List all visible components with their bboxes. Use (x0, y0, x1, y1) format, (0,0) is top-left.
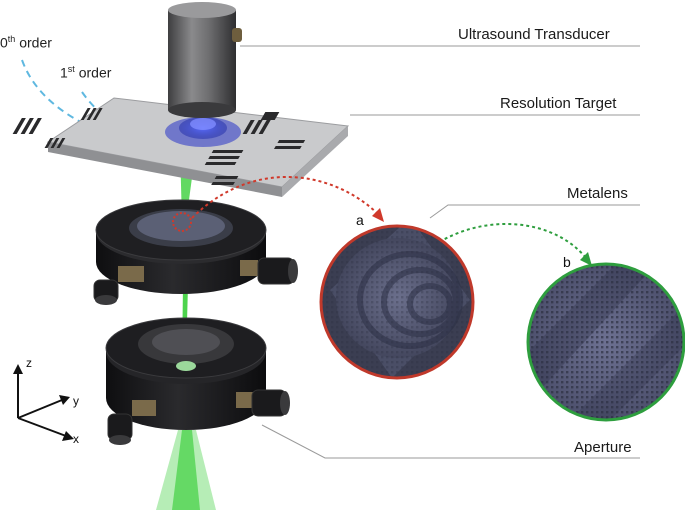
x-axis-arrow (17, 417, 67, 437)
label-resolution-target: Resolution Target (500, 95, 617, 112)
leader-metalens (429, 204, 640, 219)
order-suffix: st (67, 64, 75, 74)
inset-b-tag: b (563, 254, 571, 270)
target-bars (12, 108, 306, 185)
coordinate-axes (13, 364, 74, 441)
aperture-mount (105, 317, 290, 445)
leader-lines (240, 45, 640, 459)
axis-label-y: y (73, 394, 79, 408)
y-axis-arrow (17, 399, 63, 419)
axis-label-z: z (26, 356, 32, 370)
label-ultrasound-transducer: Ultrasound Transducer (458, 26, 610, 43)
metalens-mount (93, 199, 298, 305)
inset-a-tag: a (356, 212, 364, 228)
inset-b (526, 262, 685, 422)
ultrasound-field (165, 117, 241, 147)
order-word: order (78, 64, 112, 81)
leader-aperture (261, 424, 640, 459)
label-first-order: 1st order (60, 64, 111, 81)
order-word: order (19, 34, 52, 51)
output-beam (156, 430, 216, 510)
arrow-to-inset-a (191, 176, 379, 219)
order-number: 1 (60, 64, 68, 81)
ultrasound-transducer (168, 2, 242, 118)
label-metalens: Metalens (567, 185, 628, 202)
axis-label-x: x (73, 432, 79, 446)
order-suffix: th (7, 34, 16, 44)
inset-a (319, 224, 475, 380)
order-number: 0 (0, 34, 8, 51)
label-zeroth-order: 0th order (0, 34, 52, 51)
label-aperture: Aperture (574, 439, 632, 456)
